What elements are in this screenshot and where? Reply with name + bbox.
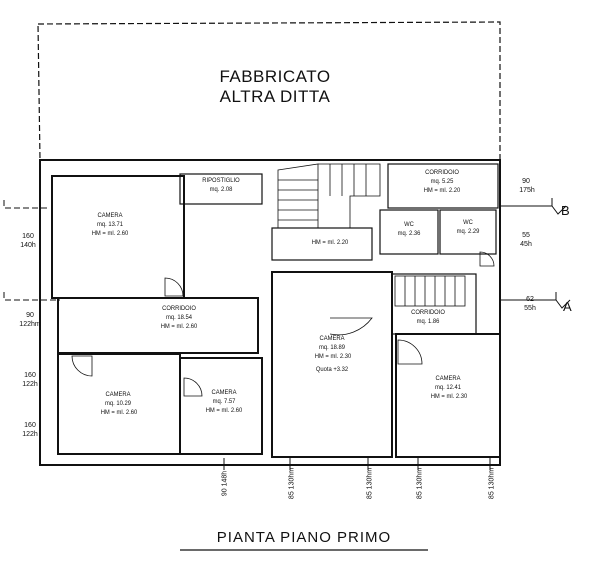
window-dim-bottom-2: 85 130hm xyxy=(288,467,296,500)
room-area: mq. 2.29 xyxy=(456,228,480,235)
room-area: mq. 10.29 xyxy=(104,400,132,407)
room-height: HM = ml. 2.30 xyxy=(430,393,468,400)
section-mark-a: A xyxy=(563,299,572,314)
wall-corridoio-small xyxy=(391,273,477,335)
section-mark-b: B xyxy=(561,203,570,218)
room-label: CORRIDOIO xyxy=(411,309,445,316)
wall-ripostiglio xyxy=(179,173,263,205)
room-label: RIPOSTIGLIO xyxy=(202,177,240,184)
outer-wall xyxy=(39,159,501,466)
room-height: HM = ml. 2.60 xyxy=(91,230,129,237)
window-width: 160 xyxy=(22,233,34,240)
window-width: 90 xyxy=(522,178,530,185)
section-cut-b xyxy=(3,198,567,215)
neighbor-building-outline xyxy=(37,21,501,161)
room-area: mq. 5.25 xyxy=(430,178,454,185)
window-height: 140h xyxy=(20,242,36,249)
door-swings xyxy=(71,251,495,397)
room-label: CORRIDOIO xyxy=(162,305,196,312)
window-height: 122h xyxy=(22,431,38,438)
window-height: 45h xyxy=(520,241,532,248)
room-height: HM = ml. 2.60 xyxy=(100,409,138,416)
stair-landing-height: HM = ml. 2.20 xyxy=(311,239,349,246)
wall-camera-center xyxy=(271,271,393,458)
room-label: CAMERA xyxy=(97,212,123,219)
window-height: 55h xyxy=(524,305,536,312)
window-dim-bottom-5: 85 130hm xyxy=(488,467,496,500)
building-label-line2: ALTRA DITTA xyxy=(219,87,331,106)
room-height: HM = ml. 2.60 xyxy=(205,407,243,414)
room-height: HM = ml. 2.30 xyxy=(314,353,352,360)
room-height: HM = ml. 2.20 xyxy=(423,187,461,194)
room-label: WC xyxy=(463,219,473,226)
window-width: 160 xyxy=(24,422,36,429)
room-label: CORRIDOIO xyxy=(425,169,459,176)
room-area: mq. 12.41 xyxy=(434,384,462,391)
window-height: 122hm xyxy=(19,321,41,328)
window-dim-bottom-3: 85 130hm xyxy=(366,467,374,500)
wall-wc2 xyxy=(439,209,497,255)
room-area: mq. 18.54 xyxy=(165,314,193,321)
room-area: mq. 18.89 xyxy=(318,344,346,351)
window-width: 62 xyxy=(526,296,534,303)
plan-caption: PIANTA PIANO PRIMO xyxy=(216,529,392,546)
window-width: 55 xyxy=(522,232,530,239)
window-height: 122h xyxy=(22,381,38,388)
room-label: CAMERA xyxy=(319,335,345,342)
window-dim-bottom-4: 85 130hm xyxy=(416,467,424,500)
wall-corridoio-ne xyxy=(387,163,499,209)
window-dim-bottom-1: 90 148h xyxy=(221,470,229,497)
wall-stair-landing xyxy=(271,227,373,261)
room-label: CAMERA xyxy=(105,391,131,398)
window-width: 160 xyxy=(24,372,36,379)
room-area: mq. 7.57 xyxy=(212,398,236,405)
floor-quota: Quota +3.32 xyxy=(315,366,349,373)
room-area: mq. 1.86 xyxy=(416,318,440,325)
room-area: mq. 13.71 xyxy=(96,221,124,228)
room-label: WC xyxy=(404,221,414,228)
bottom-window-marks xyxy=(223,458,491,470)
room-label: CAMERA xyxy=(211,389,237,396)
staircase-north xyxy=(277,163,381,229)
staircase-east xyxy=(394,275,466,307)
window-height: 175h xyxy=(519,187,535,194)
section-cut-a xyxy=(3,292,571,309)
building-label-line1: FABBRICATO xyxy=(219,67,331,86)
window-width: 90 xyxy=(26,312,34,319)
room-height: HM = ml. 2.60 xyxy=(160,323,198,330)
wall-wc1 xyxy=(379,209,439,255)
room-area: mq. 2.36 xyxy=(397,230,421,237)
room-area: mq. 2.08 xyxy=(209,186,233,193)
wall-camera-s xyxy=(179,357,263,455)
room-label: CAMERA xyxy=(435,375,461,382)
